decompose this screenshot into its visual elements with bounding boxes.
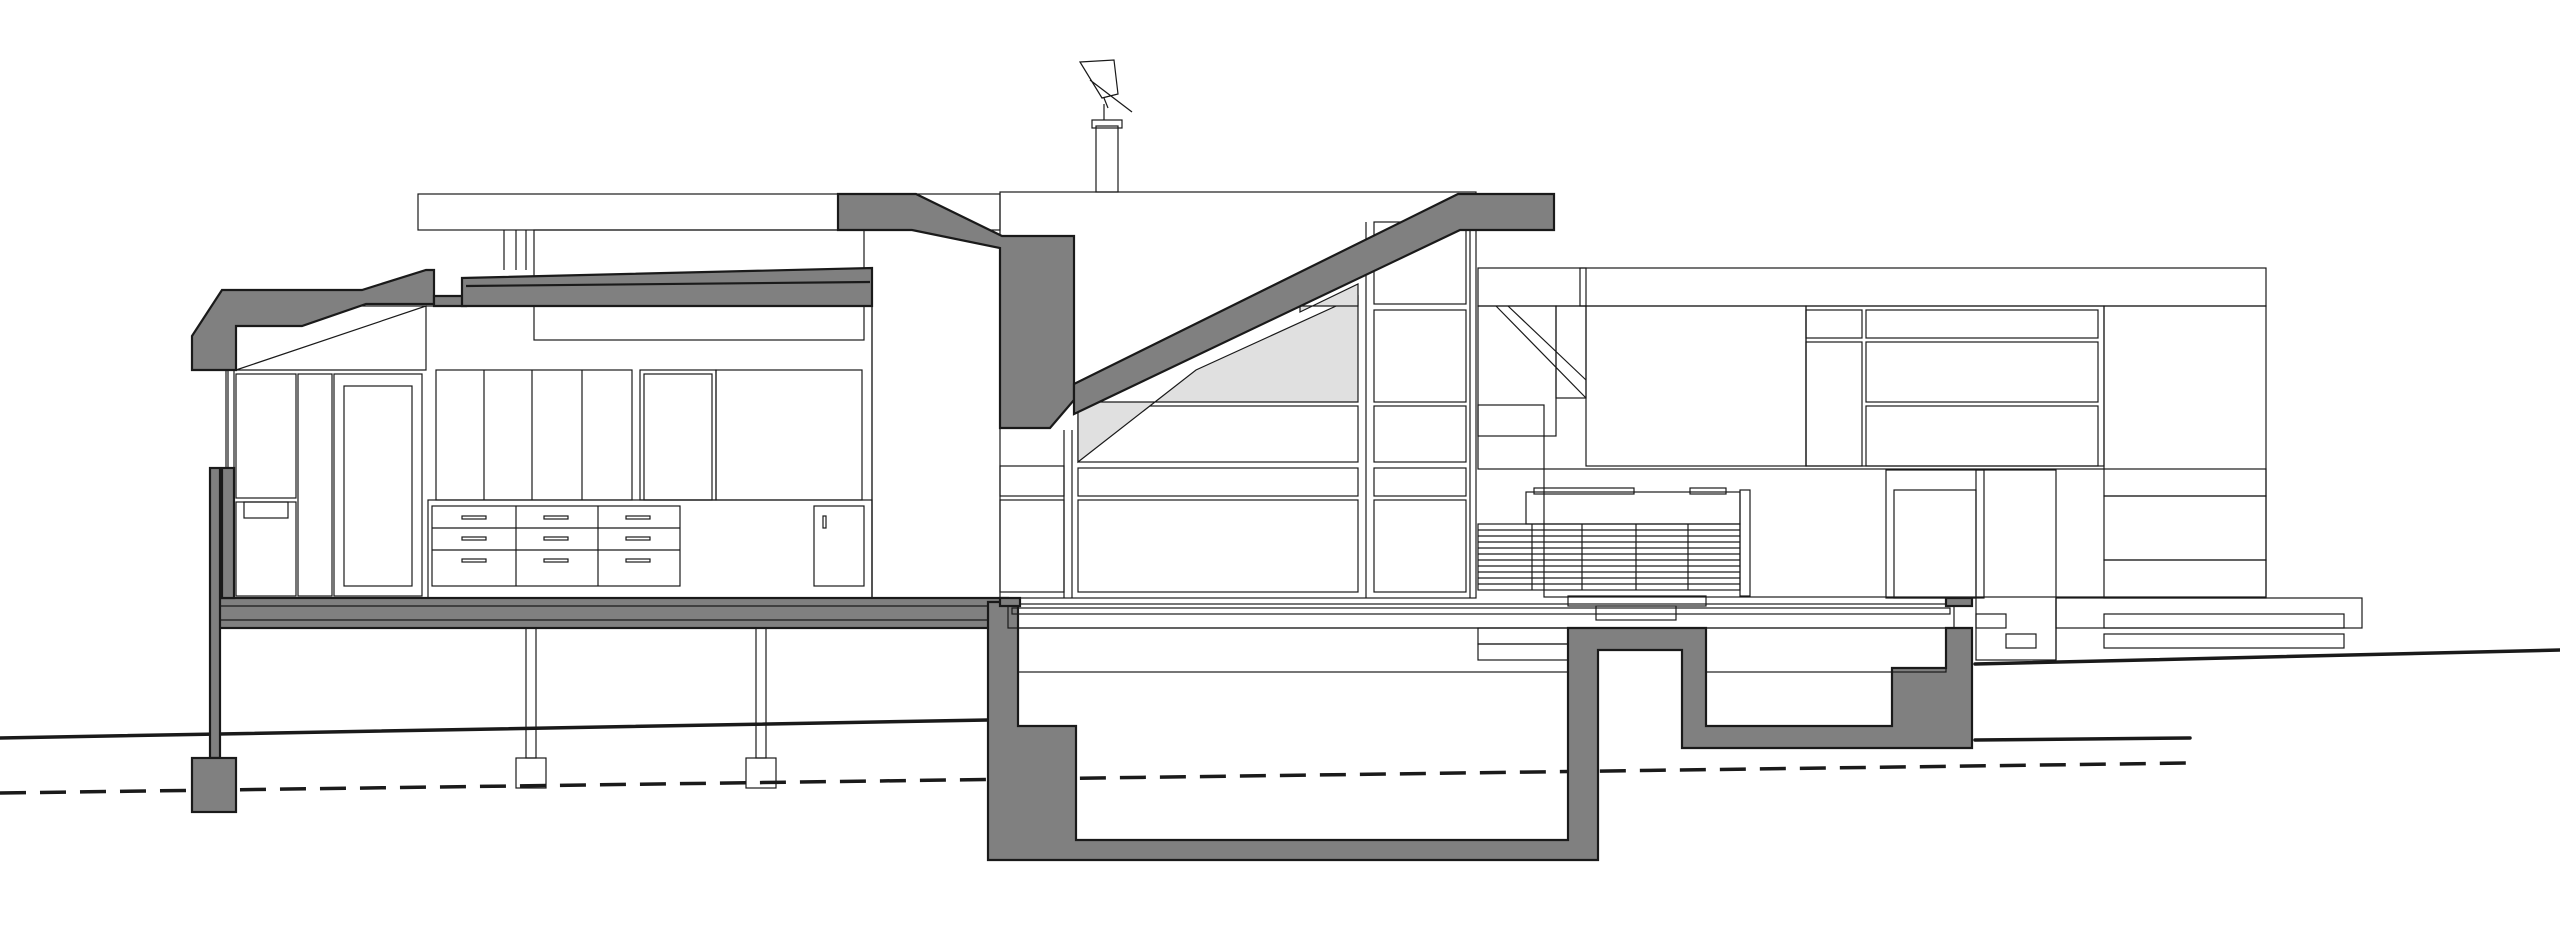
floor-slab-cut — [216, 596, 1010, 630]
left-pavilion-interior — [225, 305, 873, 599]
right-wing-elevation — [1477, 267, 2363, 661]
louvre-screen — [1477, 487, 1751, 597]
basement-cut — [986, 600, 1974, 862]
left-wall-cut — [190, 466, 238, 814]
chimney — [1091, 104, 1123, 193]
sloped-roof-cut — [1072, 192, 1556, 416]
weather-vane-icon — [1078, 59, 1133, 113]
central-roof-cut — [836, 192, 1076, 430]
terrace-slab — [998, 595, 1974, 661]
left-roof-cut — [190, 266, 874, 372]
piers — [515, 627, 777, 789]
water-table-line — [0, 761, 2191, 795]
ground-line — [0, 648, 2560, 742]
